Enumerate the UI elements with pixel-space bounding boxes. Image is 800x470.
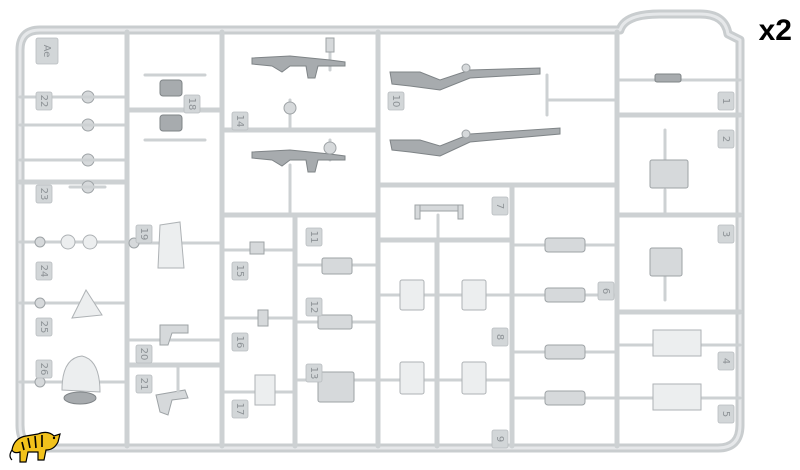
part-number-tab xyxy=(717,129,735,149)
tiger-icon xyxy=(9,431,61,463)
part-number-label: 1 xyxy=(720,98,731,104)
part-number-tab xyxy=(135,374,153,394)
part-number-tab xyxy=(135,344,153,364)
part-number-label: 21 xyxy=(138,378,149,391)
runner-grid xyxy=(17,29,743,449)
part-7-bracket xyxy=(414,204,464,220)
part-18-bayonets xyxy=(143,73,207,142)
part-number-tabs: 1234567891011121314151617181920212223242… xyxy=(35,91,735,449)
part-number-tab xyxy=(35,91,53,111)
part-number-tab xyxy=(305,297,323,317)
part-number-tab xyxy=(491,196,509,216)
part-number-tab xyxy=(35,261,53,281)
part-number-tab xyxy=(135,224,153,244)
part-number-label: 26 xyxy=(38,363,49,376)
part-number-label: 10 xyxy=(390,95,401,108)
part-number-label: 7 xyxy=(494,203,505,209)
part-number-label: 20 xyxy=(138,348,149,361)
part-number-tab xyxy=(717,404,735,424)
part-number-label: 23 xyxy=(38,188,49,201)
part-number-label: 5 xyxy=(720,411,731,417)
part-number-tab xyxy=(717,351,735,371)
part-2-pouch xyxy=(649,159,689,189)
part-number-label: 16 xyxy=(234,336,245,349)
part-4-panel xyxy=(652,329,702,357)
part-number-tab xyxy=(387,91,405,111)
part-mp40-lower xyxy=(251,141,346,173)
part-number-label: 22 xyxy=(38,95,49,108)
part-number-tab xyxy=(305,363,323,383)
part-number-tab xyxy=(717,224,735,244)
part-number-label: 24 xyxy=(38,265,49,278)
part-number-tab xyxy=(231,111,249,131)
part-number-tab xyxy=(491,327,509,347)
part-number-label: 3 xyxy=(720,231,731,237)
part-number-tab xyxy=(35,317,53,337)
sprue-letter-tab xyxy=(35,37,59,65)
part-8-mag-pouches xyxy=(399,279,487,395)
part-number-tab xyxy=(183,94,201,114)
part-number-tab xyxy=(491,429,509,449)
sprue-count-label: x2 xyxy=(758,14,792,47)
part-number-label: 25 xyxy=(38,321,49,334)
part-number-tab xyxy=(231,332,249,352)
part-5-panel xyxy=(652,383,702,411)
part-number-label: 9 xyxy=(494,436,505,442)
part-number-label: 2 xyxy=(720,136,731,142)
part-number-tab xyxy=(305,227,323,247)
part-number-tab xyxy=(35,359,53,379)
part-11-13-cases xyxy=(317,257,355,403)
part-number-tab xyxy=(597,281,615,301)
part-rifle-lower xyxy=(389,127,561,157)
part-10-rifle-upper xyxy=(389,63,541,91)
part-number-tab xyxy=(717,91,735,111)
part-number-tab xyxy=(231,261,249,281)
part-21-revolver xyxy=(155,363,189,416)
part-number-label: 4 xyxy=(720,358,731,364)
part-number-label: 11 xyxy=(308,231,319,244)
part-1-scope xyxy=(654,73,682,83)
part-number-label: 19 xyxy=(138,228,149,241)
part-number-label: 14 xyxy=(234,115,245,128)
sprue-letter: Ae xyxy=(41,45,52,58)
part-24-rings xyxy=(34,234,98,250)
part-number-label: 8 xyxy=(494,334,505,340)
part-number-tab xyxy=(35,184,53,204)
part-20-pistol xyxy=(159,324,189,346)
part-25-helmet-piece xyxy=(34,288,103,319)
part-15-17-small xyxy=(249,241,276,406)
part-number-label: 17 xyxy=(234,403,245,416)
part-14-mp40-upper xyxy=(251,37,346,115)
part-number-label: 12 xyxy=(308,301,319,314)
part-number-label: 15 xyxy=(234,265,245,278)
part-26-helmet xyxy=(34,355,101,405)
part-23-top xyxy=(68,90,107,194)
part-number-tab xyxy=(231,399,249,419)
part-3-radio xyxy=(649,247,683,277)
part-6-ammo-pouches xyxy=(544,237,586,406)
part-number-label: 18 xyxy=(186,98,197,111)
part-number-label: 13 xyxy=(308,367,319,380)
part-number-label: 6 xyxy=(600,288,611,294)
